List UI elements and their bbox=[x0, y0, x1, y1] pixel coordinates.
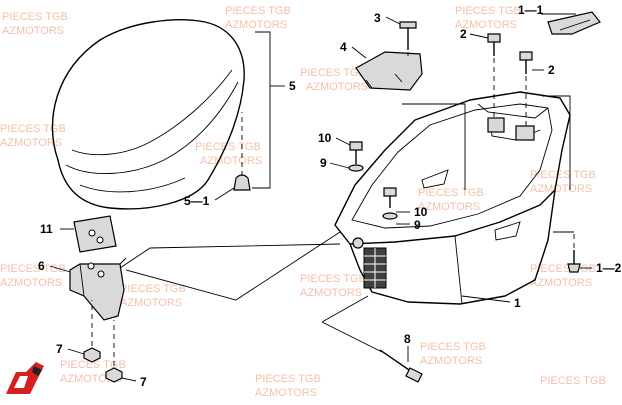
watermark-text: PIECES TGB bbox=[225, 5, 291, 17]
mount-bracket-part bbox=[69, 257, 127, 321]
watermark-text: PIECES TGB bbox=[455, 5, 521, 17]
bolt-part bbox=[349, 141, 363, 164]
watermark-text: AZMOTORS bbox=[530, 183, 592, 195]
watermark-text: PIECES TGB bbox=[300, 67, 366, 79]
callout-5: 5 bbox=[289, 79, 296, 93]
callout-leader bbox=[385, 16, 401, 25]
watermark-text: AZMOTORS bbox=[200, 155, 262, 167]
azmotors-logo-icon bbox=[6, 362, 44, 394]
luggage-box-part bbox=[334, 91, 571, 305]
callout-2: 2 bbox=[548, 63, 555, 77]
watermark-text: AZMOTORS bbox=[306, 81, 368, 93]
callout-leader bbox=[351, 46, 367, 59]
clip-part bbox=[567, 250, 581, 273]
washer-part bbox=[382, 212, 398, 220]
washer-part bbox=[348, 164, 364, 172]
bracket-plate-part bbox=[73, 215, 117, 253]
watermark-text: PIECES TGB bbox=[300, 273, 366, 285]
watermark-text: AZMOTORS bbox=[300, 287, 362, 299]
watermark-text: PIECES TGB bbox=[195, 141, 261, 153]
seat-part bbox=[51, 19, 245, 210]
callout-4: 4 bbox=[340, 40, 347, 54]
watermark-text: AZMOTORS bbox=[120, 297, 182, 309]
seat-bumper-part bbox=[233, 174, 251, 191]
watermark-text: AZMOTORS bbox=[255, 387, 317, 399]
callout-1: 1 bbox=[514, 296, 521, 310]
callout-10: 10 bbox=[414, 205, 428, 219]
watermark-text: PIECES TGB bbox=[540, 375, 606, 387]
watermark-text: PIECES TGB bbox=[530, 169, 596, 181]
watermark-text: AZMOTORS bbox=[530, 277, 592, 289]
watermark-text: PIECES TGB bbox=[0, 123, 66, 135]
callout-leader bbox=[321, 295, 369, 323]
callout-labels: 1 1—1 1—2 2 2 3 4 5 5—1 6 7 7 8 9 9 10 1… bbox=[38, 3, 622, 389]
callout-7: 7 bbox=[56, 342, 63, 356]
watermark-text: PIECES TGB bbox=[0, 263, 66, 275]
callout-leader bbox=[469, 33, 489, 39]
watermark-text: AZMOTORS bbox=[0, 277, 62, 289]
callout-9: 9 bbox=[414, 218, 421, 232]
watermark-text: AZMOTORS bbox=[418, 201, 480, 213]
callout-leader bbox=[214, 187, 235, 201]
vent-grille bbox=[363, 247, 387, 289]
callout-bracket bbox=[402, 103, 466, 190]
bolt-part bbox=[487, 33, 501, 56]
watermark-text: PIECES TGB bbox=[120, 283, 186, 295]
callout-1-1: 1—1 bbox=[518, 3, 544, 17]
callout-9: 9 bbox=[320, 156, 327, 170]
callout-3: 3 bbox=[374, 11, 381, 25]
callout-2: 2 bbox=[460, 27, 467, 41]
watermark-text: PIECES TGB bbox=[255, 373, 321, 385]
long-bolt-part bbox=[379, 349, 423, 383]
callout-leader bbox=[67, 348, 85, 355]
callout-leader bbox=[461, 295, 511, 303]
cover-part bbox=[355, 51, 423, 91]
callout-11: 11 bbox=[40, 222, 53, 236]
nut-part bbox=[83, 347, 101, 363]
callout-leader bbox=[335, 137, 351, 146]
callout-5-1: 5—1 bbox=[184, 194, 210, 208]
callout-leader bbox=[321, 321, 383, 353]
bolt-part bbox=[519, 51, 533, 74]
screw-part bbox=[399, 21, 417, 50]
watermark-text: AZMOTORS bbox=[225, 19, 287, 31]
callout-8: 8 bbox=[404, 332, 411, 346]
callout-leader bbox=[119, 243, 341, 269]
callout-bracket bbox=[252, 31, 271, 189]
callout-leader bbox=[329, 162, 350, 169]
watermark-text: AZMOTORS bbox=[2, 25, 64, 37]
watermark-layer: PIECES TGB AZMOTORS PIECES TGB AZMOTORS … bbox=[0, 5, 606, 399]
callout-10: 10 bbox=[318, 131, 332, 145]
watermark-text: PIECES TGB bbox=[60, 359, 126, 371]
callout-1-2: 1—2 bbox=[596, 261, 622, 275]
callout-7: 7 bbox=[140, 375, 147, 389]
bolt-part bbox=[383, 187, 397, 208]
watermark-text: AZMOTORS bbox=[455, 19, 517, 31]
callout-6: 6 bbox=[38, 259, 45, 273]
watermark-text: PIECES TGB bbox=[2, 11, 68, 23]
watermark-text: PIECES TGB bbox=[418, 187, 484, 199]
watermark-text: PIECES TGB bbox=[420, 341, 486, 353]
lid-part bbox=[547, 11, 601, 35]
callout-leader bbox=[121, 377, 137, 382]
callout-leader bbox=[49, 265, 71, 273]
watermark-text: AZMOTORS bbox=[420, 355, 482, 367]
callout-bracket bbox=[542, 95, 571, 190]
watermark-text: AZMOTORS bbox=[0, 137, 62, 149]
callout-leader bbox=[125, 231, 341, 301]
